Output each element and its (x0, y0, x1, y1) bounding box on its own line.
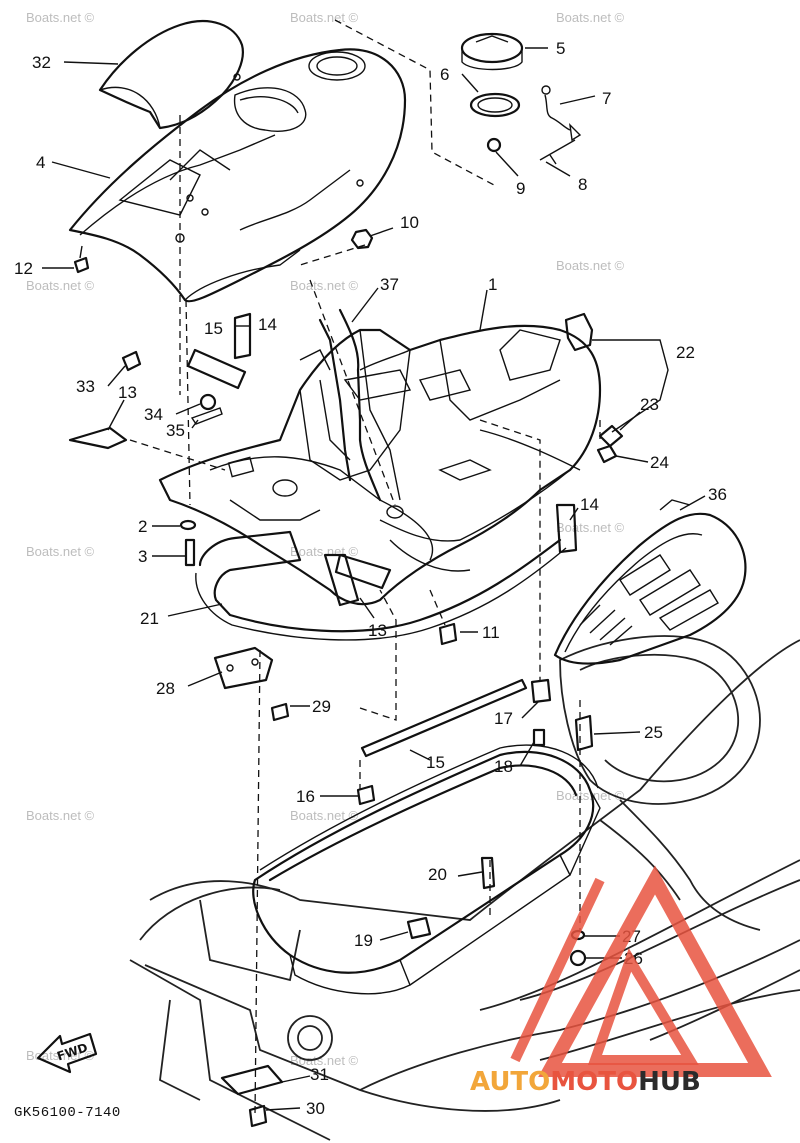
callout-23: 23 (640, 395, 659, 414)
main-body-1 (158, 324, 602, 606)
callout-3: 3 (138, 547, 147, 566)
callout-18: 18 (494, 757, 513, 776)
logo-triangle-left (510, 877, 605, 1063)
logo-triangle-outer (538, 865, 772, 1077)
callout-32: 32 (32, 53, 51, 72)
callout-15b: 15 (426, 753, 445, 772)
watermark: Boats.net © (556, 10, 625, 25)
fuel-cap-group (460, 32, 582, 165)
callout-24: 24 (650, 453, 669, 472)
callout-1: 1 (488, 275, 497, 294)
callout-20: 20 (428, 865, 447, 884)
callout-36: 36 (708, 485, 727, 504)
watermark: Boats.net © (26, 278, 95, 293)
watermark: Boats.net © (290, 1053, 359, 1068)
callout-4: 4 (36, 153, 45, 172)
callout-21: 21 (140, 609, 159, 628)
storage-tray (252, 744, 601, 995)
leader-lines (42, 47, 706, 1111)
watermark: Boats.net © (290, 10, 359, 25)
seal-21 (195, 530, 567, 641)
callout-6: 6 (440, 65, 449, 84)
callout-25: 25 (644, 723, 663, 742)
logo-text-moto: MOTO (550, 1067, 638, 1097)
callout-10: 10 (400, 213, 419, 232)
callout-31: 31 (310, 1065, 329, 1084)
logo-wordmark: AUTOMOTOHUB (470, 1067, 701, 1097)
watermark: Boats.net © (556, 520, 625, 535)
callout-37: 37 (380, 275, 399, 294)
diagram-code: GK56100-7140 (14, 1105, 121, 1121)
callout-11: 11 (482, 623, 500, 642)
callout-16: 16 (296, 787, 315, 806)
callout-13b: 13 (368, 621, 387, 640)
callout-35: 35 (166, 421, 185, 440)
callout-19: 19 (354, 931, 373, 950)
watermark: Boats.net © (26, 10, 95, 25)
assembly-guides (129, 19, 601, 1116)
callout-34: 34 (144, 405, 163, 424)
callout-9: 9 (516, 179, 525, 198)
automotohub-logo: AUTOMOTOHUB (470, 865, 772, 1097)
callout-8: 8 (578, 175, 587, 194)
watermark: Boats.net © (26, 808, 95, 823)
watermark: Boats.net © (290, 278, 359, 293)
callout-2: 2 (138, 517, 147, 536)
callout-14b: 14 (580, 495, 599, 514)
callout-22: 22 (676, 343, 695, 362)
callout-13: 13 (118, 383, 137, 402)
callout-29: 29 (312, 697, 331, 716)
part-32-shield (98, 20, 244, 130)
watermark: Boats.net © (556, 258, 625, 273)
callout-12: 12 (14, 259, 33, 278)
callout-5: 5 (556, 39, 565, 58)
callout-28: 28 (156, 679, 175, 698)
callout-17: 17 (494, 709, 513, 728)
watermark: Boats.net © (26, 544, 95, 559)
callout-7: 7 (602, 89, 611, 108)
logo-text-hub: HUB (638, 1067, 701, 1097)
logo-text-auto: AUTO (470, 1067, 550, 1097)
callout-30: 30 (306, 1099, 325, 1118)
watermark: Boats.net © (290, 808, 359, 823)
logo-triangle-inner (587, 948, 699, 1065)
watermark-layer: Boats.net © Boats.net © Boats.net © Boat… (26, 10, 625, 1068)
callout-15: 15 (204, 319, 223, 338)
part-36-panel (553, 499, 747, 665)
hull-deck (129, 635, 800, 1141)
part-37-frame (299, 308, 412, 502)
callout-33: 33 (76, 377, 95, 396)
callout-14: 14 (258, 315, 277, 334)
